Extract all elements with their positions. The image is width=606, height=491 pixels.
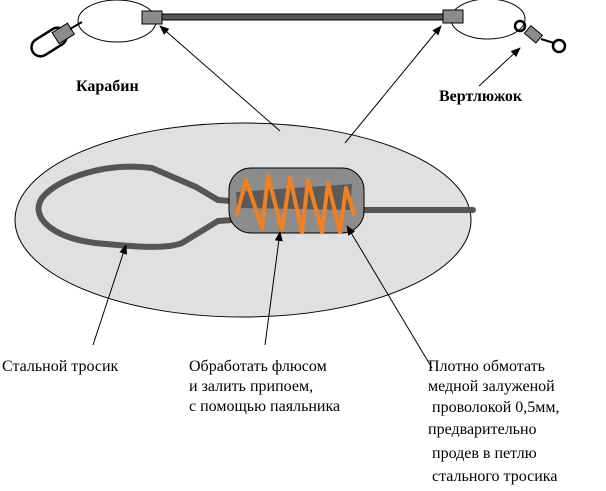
wrap-note-line: предварительно bbox=[428, 421, 537, 438]
right-crimp-sleeve bbox=[442, 9, 464, 24]
swivel-icon bbox=[513, 19, 567, 54]
wrap-note-line: медной залуженой bbox=[428, 378, 555, 395]
steel-cable-loop bbox=[35, 163, 476, 250]
arrow-to-cable bbox=[92, 244, 127, 346]
wrap-note-line: стального тросика bbox=[428, 468, 558, 485]
solder-note-line: с помощью паяльника bbox=[189, 398, 341, 415]
solder-note-line: Обработать флюсом bbox=[189, 358, 327, 375]
arrow-to-right-sleeve bbox=[344, 25, 442, 144]
carabiner-label: Карабин bbox=[76, 78, 139, 95]
carabiner-icon bbox=[30, 21, 83, 58]
wrap-note-line: продев в петлю bbox=[428, 445, 537, 462]
left-crimp-sleeve bbox=[141, 10, 163, 25]
leader-cable bbox=[161, 13, 444, 21]
wrap-note-line: проволокой 0,5мм, bbox=[428, 399, 560, 416]
wrap-note-line: Плотно обмотать bbox=[428, 358, 545, 375]
arrow-to-left-sleeve bbox=[159, 25, 281, 132]
arrow-to-swivel bbox=[478, 47, 521, 87]
pointer-arrows bbox=[92, 25, 521, 369]
arrow-to-solder bbox=[264, 231, 283, 346]
solder-note-line: и залить припоем, bbox=[189, 378, 314, 395]
steel-cable-label: Стальной тросик bbox=[2, 358, 119, 375]
copper-wire-coil bbox=[235, 174, 356, 234]
arrow-to-wire bbox=[346, 225, 433, 369]
leader-assembly bbox=[30, 0, 567, 58]
swivel-label: Вертлюжок bbox=[439, 88, 523, 105]
